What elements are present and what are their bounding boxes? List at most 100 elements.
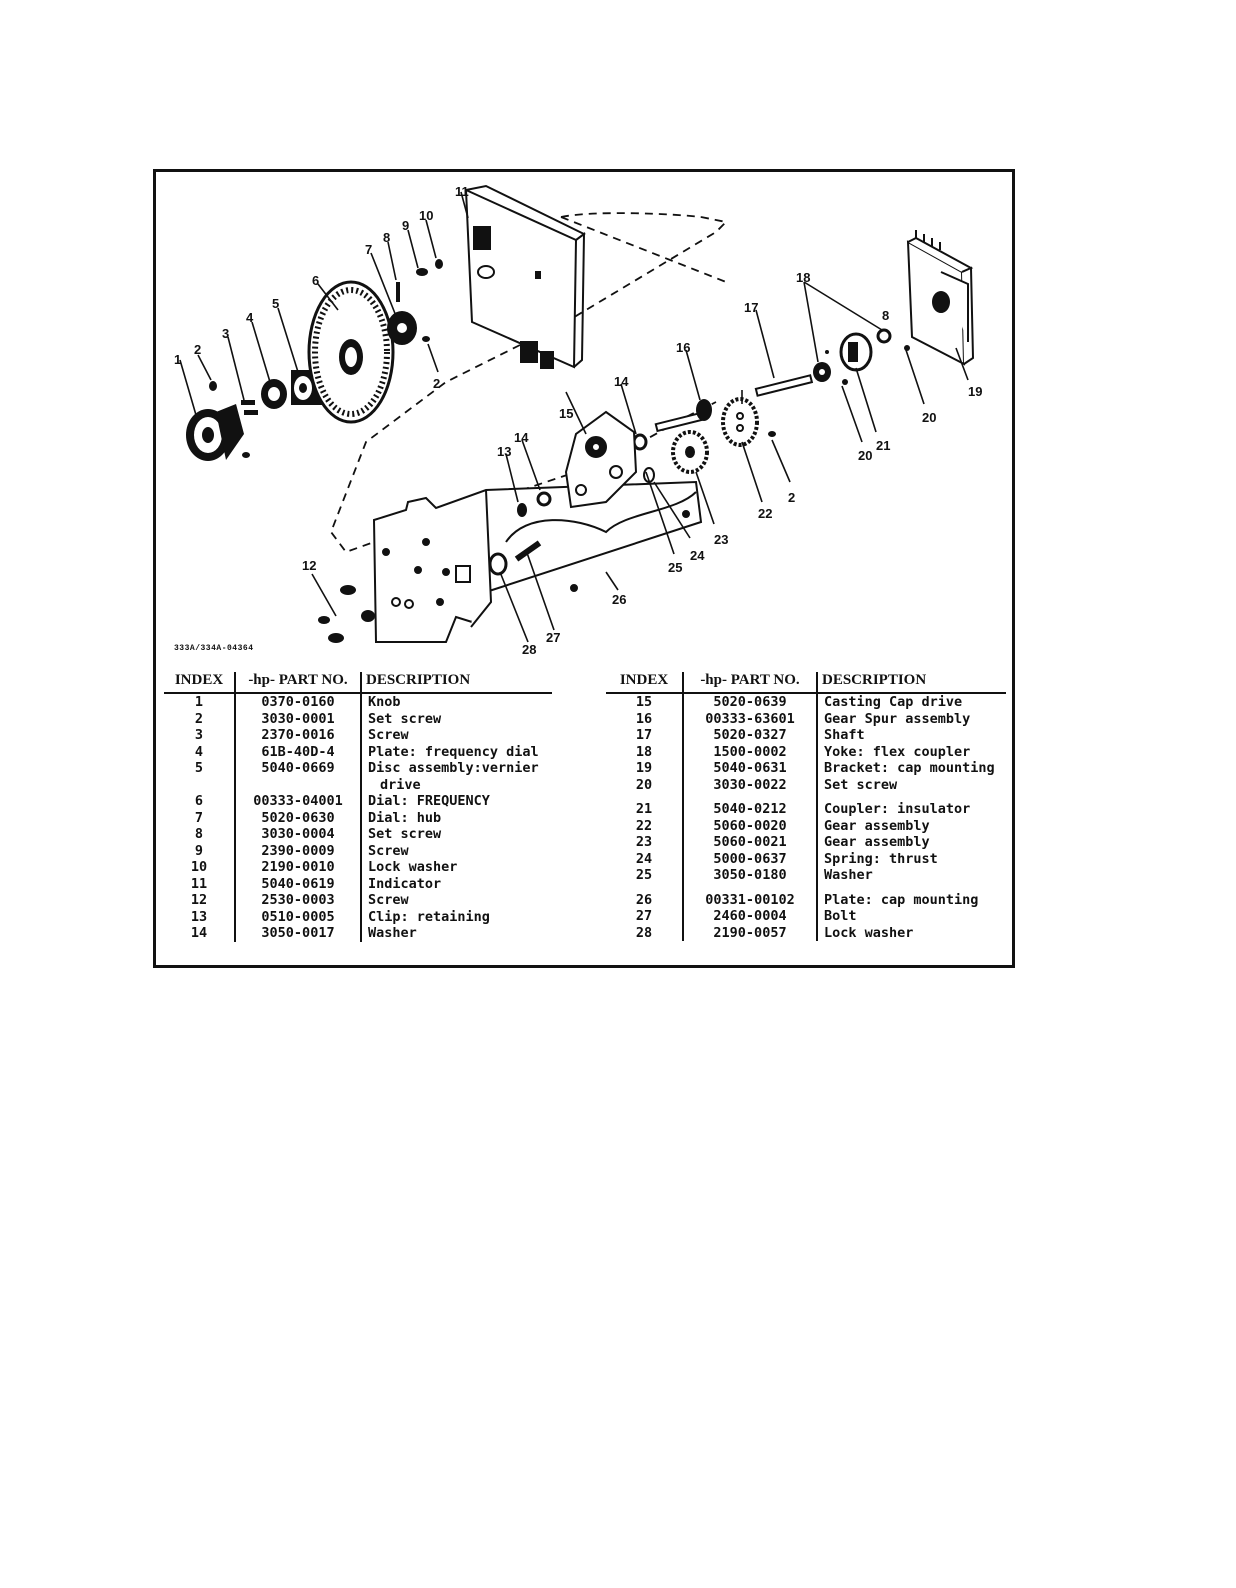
description-cell: Dial: FREQUENCY: [368, 793, 490, 809]
index-cell: 2: [164, 710, 236, 727]
description-cell: Indicator: [368, 875, 442, 892]
description-cell: Washer: [824, 867, 873, 883]
part-no-cell: 00333-04001: [235, 793, 362, 810]
callout-label: 16: [676, 340, 690, 355]
description-cell: Gear assembly: [824, 834, 930, 850]
index-cell: 11: [164, 875, 236, 892]
set-screw-part: [209, 381, 217, 391]
callout-label: 4: [246, 310, 254, 325]
description-cell: Lock washer: [368, 859, 458, 875]
index-cell: 23: [606, 834, 684, 851]
index-cell: 7: [164, 809, 236, 826]
lock-washer-part: [435, 259, 443, 269]
callout-label: 14: [614, 374, 629, 389]
description-header: DESCRIPTION: [817, 672, 1006, 694]
description-cell: Set screw: [368, 710, 442, 727]
part-no-cell: 2530-0003: [235, 892, 362, 909]
description-cell: Shaft: [824, 727, 865, 743]
index-cell: 27: [606, 908, 684, 925]
description-cell: Screw: [368, 842, 409, 859]
part-no-cell: 5040-0212: [683, 793, 818, 818]
part-no-cell: 3030-0001: [235, 710, 362, 727]
part-no-cell: 5020-0630: [235, 809, 362, 826]
index-cell: 26: [606, 883, 684, 908]
callout-label: 9: [402, 218, 409, 233]
description-cell: Screw: [368, 727, 409, 743]
part-no-cell: 3030-0004: [235, 826, 362, 843]
description-cell: Clip: retaining: [368, 908, 490, 925]
part-no-cell: 5040-0619: [235, 875, 362, 892]
description-cell: Gear assembly: [824, 817, 930, 834]
part-no-cell: 5020-0639: [683, 693, 818, 711]
callout-label: 5: [272, 296, 279, 311]
index-cell: 6: [164, 793, 236, 810]
description-cell: drive: [380, 776, 421, 793]
description-cell: Spring: thrust: [824, 850, 938, 867]
callout-label: 1: [174, 352, 181, 367]
callout-label: 17: [744, 300, 758, 315]
callout-label: 3: [222, 326, 229, 341]
cap-mounting-plate-part: [372, 480, 703, 643]
screw-part: [318, 585, 375, 643]
cap-mounting-bracket-part: [906, 230, 975, 366]
figure-frame: 1 2 3 4 5 6 7 8 9 10 11 2 12 13 14 14 15…: [153, 169, 1015, 968]
callout-label: 18: [796, 270, 810, 285]
part-no-cell: 2460-0004: [683, 908, 818, 925]
index-cell: 17: [606, 727, 684, 744]
part-no-cell: 5040-0631: [683, 760, 818, 777]
yoke-flex-coupler-part: [813, 350, 831, 382]
set-screw-part: [396, 282, 400, 302]
callout-label: 19: [968, 384, 982, 399]
index-cell: 22: [606, 817, 684, 834]
description-cell: Gear Spur assembly: [824, 710, 971, 727]
part-no-cell: [235, 776, 362, 793]
part-no-header: -hp- PART NO.: [235, 672, 362, 694]
index-cell: 14: [164, 925, 236, 942]
callout-label: 14: [514, 430, 529, 445]
index-cell: 16: [606, 710, 684, 727]
index-cell: 10: [164, 859, 236, 876]
screw-part: [242, 452, 250, 458]
part-no-cell: 1500-0002: [683, 743, 818, 760]
callout-label: 11: [455, 184, 469, 199]
part-no-cell: 00331-00102: [683, 883, 818, 908]
description-cell: Bolt: [824, 908, 857, 924]
callout-label: 20: [922, 410, 936, 425]
part-no-cell: 2370-0016: [235, 727, 362, 744]
screw-part: [416, 268, 428, 276]
callout-label: 13: [497, 444, 511, 459]
figure-id: 333A/334A-04364: [174, 644, 254, 653]
index-cell: 21: [606, 793, 684, 818]
part-no-cell: 61B-40D-4: [235, 743, 362, 760]
washer-part: [632, 433, 648, 451]
callout-label: 23: [714, 532, 728, 547]
part-no-cell: 0510-0005: [235, 908, 362, 925]
callout-label: 10: [419, 208, 433, 223]
index-cell: 15: [606, 693, 684, 711]
part-no-cell: 5060-0020: [683, 817, 818, 834]
part-no-cell: 3030-0022: [683, 776, 818, 793]
index-cell: 5: [164, 760, 236, 777]
callout-label: 12: [302, 558, 316, 573]
description-cell: Lock washer: [824, 924, 914, 941]
index-cell: 8: [164, 826, 236, 843]
